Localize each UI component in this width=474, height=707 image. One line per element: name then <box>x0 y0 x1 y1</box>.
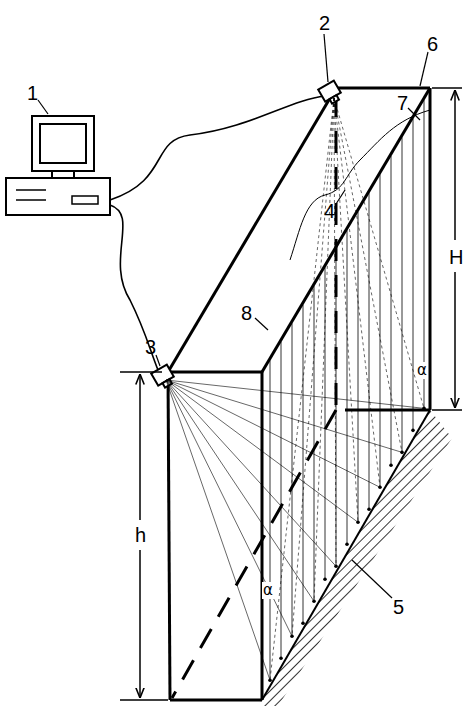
callout-number: 7 <box>396 92 409 114</box>
callout-number: 3 <box>144 336 157 358</box>
angle-label: α <box>262 582 274 599</box>
camera <box>151 81 343 390</box>
dimension-line <box>120 88 462 700</box>
callout-number: 4 <box>323 200 336 222</box>
string-lines <box>166 98 426 682</box>
angle-label: α <box>416 362 428 379</box>
surface-curve <box>290 110 430 260</box>
dimension-label: h <box>134 524 147 546</box>
cable <box>110 96 325 370</box>
callout-number: 6 <box>426 33 439 55</box>
callout-number: 8 <box>240 302 253 324</box>
callout-number: 5 <box>392 596 405 618</box>
computer <box>6 116 110 215</box>
leader-line <box>38 34 428 598</box>
callout-number: 1 <box>26 82 39 104</box>
hatched-ground <box>258 410 452 706</box>
callout-number: 2 <box>318 12 331 34</box>
dimension-label: H <box>448 246 464 268</box>
test-box <box>168 88 430 700</box>
